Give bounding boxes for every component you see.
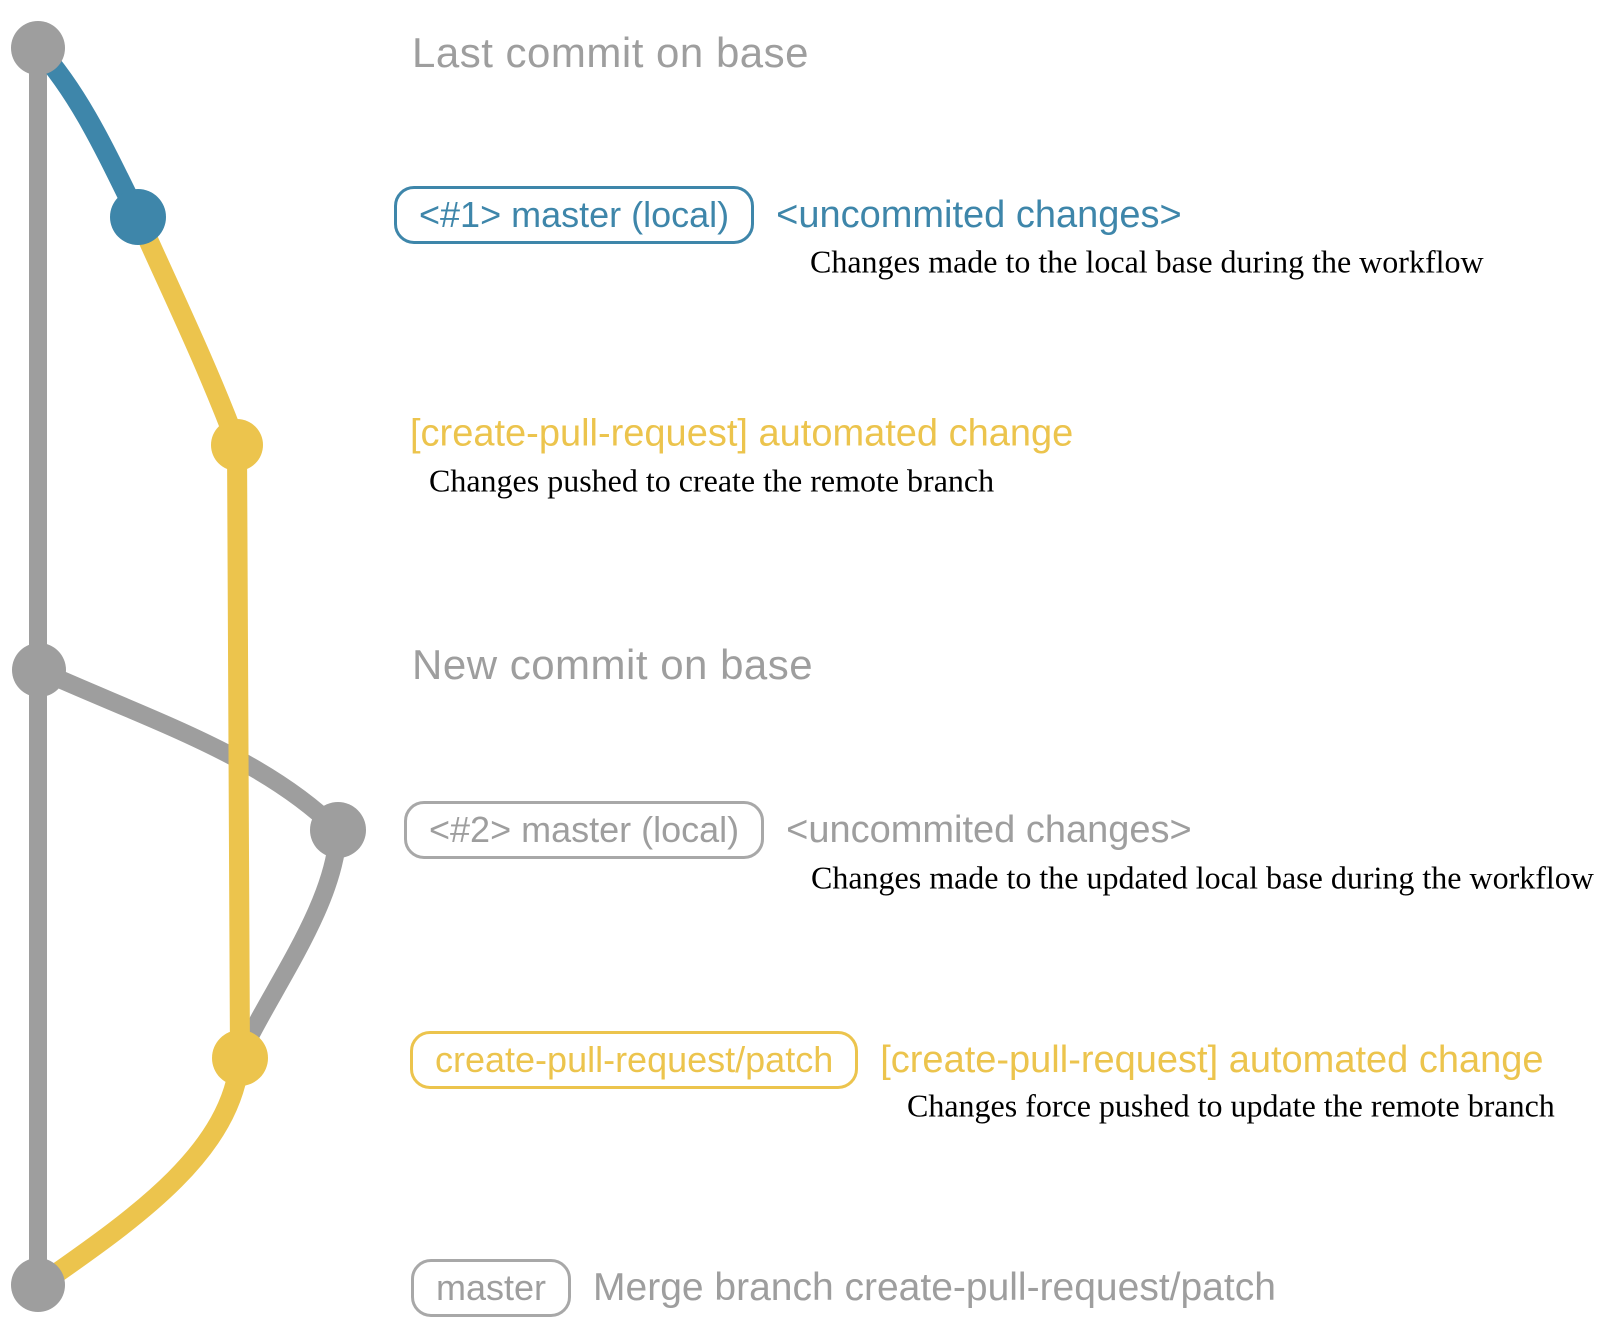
new-commit-label: New commit on base [412, 641, 814, 688]
commit-dot-new-base [12, 643, 66, 697]
base-update-branch-line [30, 661, 344, 837]
uncommitted-changes-1-description: Changes made to the local base during th… [810, 243, 1484, 280]
commit-dot-uncommitted-1 [110, 189, 166, 245]
commit-dot-automated-change-1 [211, 419, 263, 471]
uncommitted-changes-1-heading: <uncommited changes> [776, 193, 1182, 236]
master-local-2-row: <#2> master (local) <uncommited changes> [404, 801, 1192, 859]
automated-change-2-heading: [create-pull-request] automated change [880, 1038, 1544, 1081]
automated-change-2-description: Changes force pushed to update the remot… [907, 1087, 1555, 1124]
rebase-branch-line [232, 823, 347, 1063]
automated-change-2-row: create-pull-request/patch [create-pull-r… [410, 1031, 1544, 1089]
merge-row: master Merge branch create-pull-request/… [411, 1259, 1276, 1317]
remote-branch-line [227, 435, 250, 1068]
commit-dot-last-base [11, 21, 65, 75]
automated-change-1-description: Changes pushed to create the remote bran… [429, 462, 995, 499]
new-commit-row: New commit on base [412, 641, 813, 689]
commit-dot-uncommitted-2 [310, 802, 366, 858]
automated-change-1-row: [create-pull-request] automated change [410, 413, 1073, 456]
create-pull-request-patch-badge: create-pull-request/patch [410, 1031, 859, 1089]
master-local-2-badge: <#2> master (local) [404, 801, 765, 859]
uncommitted-changes-2-description: Changes made to the updated local base d… [811, 859, 1594, 896]
merge-heading: Merge branch create-pull-request/patch [593, 1266, 1276, 1309]
pull-request-branch-line [128, 207, 247, 455]
master-local-1-badge: <#1> master (local) [394, 186, 755, 244]
commit-dot-merge [11, 1258, 65, 1312]
last-commit-row: Last commit on base [412, 29, 809, 77]
master-local-1-row: <#1> master (local) <uncommited changes> [394, 186, 1182, 244]
master-badge: master [411, 1259, 572, 1317]
commit-graph [11, 21, 366, 1312]
merge-branch-line [34, 1048, 250, 1292]
automated-change-1-heading: [create-pull-request] automated change [410, 412, 1074, 455]
uncommitted-changes-2-heading: <uncommited changes> [786, 808, 1192, 851]
last-commit-label: Last commit on base [412, 29, 810, 76]
local-changes-branch-line [28, 38, 148, 227]
commit-dot-automated-change-2 [212, 1030, 268, 1086]
